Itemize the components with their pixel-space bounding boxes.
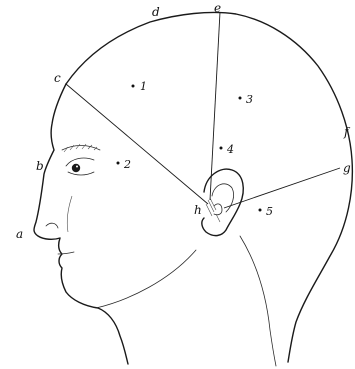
jaw-line (96, 250, 196, 308)
label-a: a (16, 227, 23, 241)
region-4-dot (220, 147, 223, 150)
region-5-dot (259, 209, 262, 212)
label-d: d (152, 5, 160, 19)
eye-highlight (76, 166, 78, 168)
region-1-number: 1 (140, 80, 147, 93)
label-b: b (36, 159, 44, 173)
region-2-dot (117, 162, 120, 165)
eye-upper-lid (66, 158, 94, 166)
neck-back-line (240, 236, 276, 366)
ear-canal (214, 204, 222, 215)
label-f: f (343, 125, 351, 139)
region-5-number: 5 (266, 205, 273, 218)
ear-outer (202, 169, 243, 236)
nostril (46, 223, 58, 228)
ear-shading (206, 198, 220, 222)
nasolabial-fold (67, 196, 72, 232)
region-2-number: 2 (123, 158, 131, 171)
region-1-dot (132, 85, 135, 88)
label-e: e (214, 1, 221, 15)
ear-inner (212, 184, 234, 212)
divider-g-h (224, 168, 340, 208)
divider-c-h (66, 84, 208, 204)
divider-e-h (210, 12, 220, 200)
label-h: h (194, 203, 202, 217)
eye-iris (72, 164, 80, 172)
label-g: g (343, 161, 351, 175)
eye-lower-lid (68, 172, 94, 175)
skull-outline (66, 12, 352, 362)
region-3-number: 3 (246, 93, 253, 106)
region-3-dot (239, 97, 242, 100)
label-c: c (54, 71, 61, 85)
region-4-number: 4 (226, 143, 234, 156)
